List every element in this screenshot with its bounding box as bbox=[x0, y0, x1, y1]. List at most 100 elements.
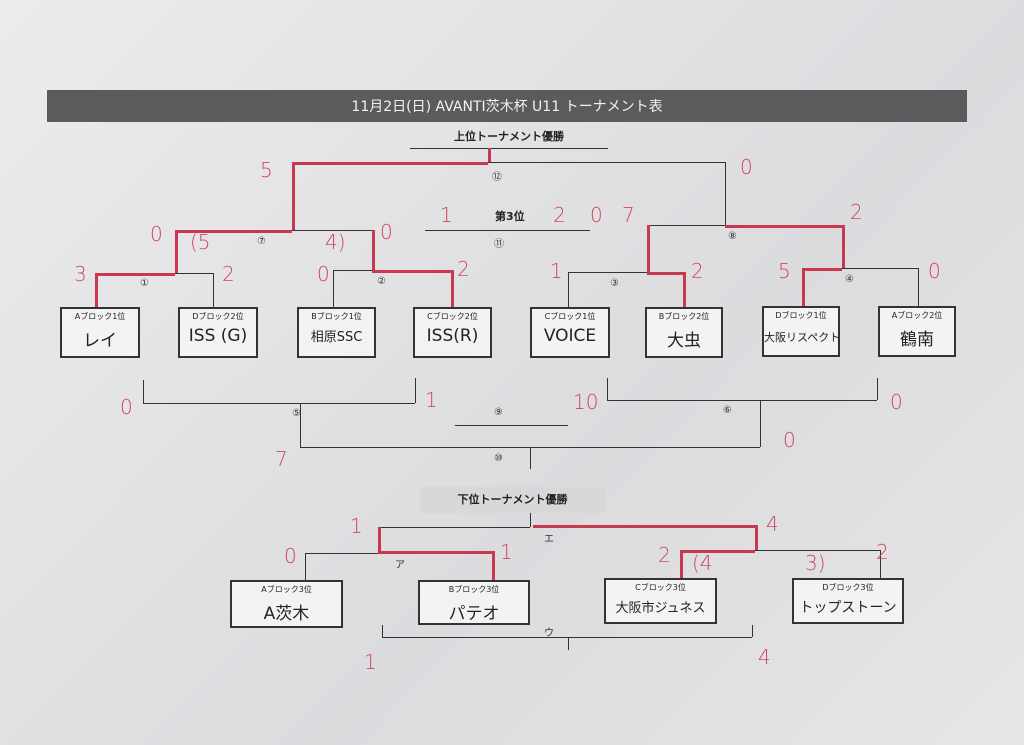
score: 7 bbox=[275, 447, 288, 471]
match-label-1: ① bbox=[140, 278, 149, 289]
bracket-line bbox=[607, 378, 608, 400]
bracket-line bbox=[175, 230, 292, 233]
match-label-10: ⑩ bbox=[494, 453, 503, 464]
pk-score: (4 bbox=[692, 551, 713, 575]
match-label-3: ③ bbox=[610, 278, 619, 289]
bracket-line bbox=[725, 162, 726, 225]
team-box: Aブロック1位レイ bbox=[60, 307, 140, 358]
bracket-line bbox=[382, 637, 752, 638]
bracket-line bbox=[752, 625, 753, 637]
team-box: Dブロック1位大阪リスペクト bbox=[762, 306, 840, 357]
score: 1 bbox=[440, 203, 453, 227]
bracket-line bbox=[530, 513, 531, 527]
score: 0 bbox=[740, 155, 753, 179]
team-name: 鶴南 bbox=[900, 330, 934, 350]
bracket-line bbox=[492, 551, 495, 580]
team-name: ISS(R) bbox=[426, 326, 479, 346]
block-label: Aブロック1位 bbox=[74, 312, 126, 321]
team-box: Aブロック3位 A茨木 bbox=[230, 580, 343, 628]
score: 5 bbox=[778, 259, 791, 283]
bracket-line bbox=[802, 268, 805, 306]
bracket-line bbox=[647, 225, 725, 226]
bracket-line bbox=[880, 550, 881, 580]
score: 1 bbox=[350, 514, 363, 538]
team-box: Cブロック1位 VOICE bbox=[530, 307, 610, 358]
pk-score: (5 bbox=[190, 230, 211, 254]
block-label: Bブロック1位 bbox=[311, 312, 362, 321]
block-label: Bブロック3位 bbox=[448, 585, 500, 594]
team-name: VOICE bbox=[543, 326, 597, 346]
bracket-line bbox=[802, 268, 842, 271]
team-name: ISS (G) bbox=[188, 326, 248, 346]
score: 10 bbox=[573, 390, 599, 414]
team-name: A茨木 bbox=[263, 604, 310, 624]
pk-score: 4) bbox=[325, 230, 346, 254]
team-name: 大阪リスペクト bbox=[764, 331, 838, 344]
bracket-line bbox=[760, 400, 761, 447]
match-label-a: ア bbox=[395, 560, 405, 571]
match-label-12: ⑫ bbox=[492, 172, 502, 183]
bracket-line bbox=[410, 148, 608, 149]
third-place-label: 第3位 bbox=[495, 210, 525, 223]
bracket-line bbox=[647, 225, 650, 273]
bracket-line bbox=[680, 550, 755, 553]
bracket-line bbox=[568, 272, 647, 273]
team-box: Aブロック2位鶴南 bbox=[878, 306, 956, 357]
bracket-line bbox=[292, 162, 488, 165]
score: 0 bbox=[928, 259, 941, 283]
bracket-line bbox=[425, 230, 590, 231]
score: 0 bbox=[150, 222, 163, 246]
block-label: Cブロック3位 bbox=[635, 583, 686, 592]
bracket-line bbox=[455, 425, 568, 426]
block-label: Bブロック2位 bbox=[658, 312, 710, 321]
bracket-line bbox=[842, 268, 918, 269]
bracket-line bbox=[305, 553, 378, 554]
bracket-line bbox=[451, 270, 454, 308]
bracket-line bbox=[333, 270, 372, 271]
score: 7 bbox=[622, 203, 635, 227]
team-box: Dブロック3位トップストーン bbox=[792, 578, 904, 624]
bracket-line bbox=[755, 550, 880, 551]
bracket-line bbox=[530, 447, 531, 469]
lower-heading: 下位トーナメント優勝 bbox=[420, 487, 605, 513]
match-label-7: ⑦ bbox=[257, 236, 266, 247]
bracket-line bbox=[372, 270, 451, 273]
match-label-6: ⑥ bbox=[723, 405, 732, 416]
team-name: トップストーン bbox=[799, 600, 897, 616]
match-label-11: ⑪ bbox=[494, 239, 504, 250]
score: 0 bbox=[890, 390, 903, 414]
bracket-line bbox=[680, 550, 683, 580]
bracket-line bbox=[305, 553, 306, 580]
bracket-line bbox=[842, 225, 845, 268]
team-box: Bブロック1位相原SSC bbox=[297, 307, 376, 358]
bracket-line bbox=[175, 230, 178, 273]
bracket-line bbox=[568, 272, 569, 307]
bracket-line bbox=[877, 378, 878, 400]
bracket-line bbox=[143, 380, 144, 403]
team-name: 大虫 bbox=[667, 331, 701, 351]
score: 0 bbox=[317, 262, 330, 286]
bracket-line bbox=[333, 270, 334, 308]
score: 2 bbox=[658, 543, 671, 567]
bracket-line bbox=[488, 148, 491, 162]
block-label: Aブロック2位 bbox=[891, 311, 943, 320]
bracket-line bbox=[213, 273, 214, 308]
bracket-line bbox=[488, 162, 725, 163]
score: 4 bbox=[758, 645, 771, 669]
score: 0 bbox=[120, 395, 133, 419]
block-label: Dブロック1位 bbox=[775, 311, 827, 320]
score: 0 bbox=[783, 428, 796, 452]
bracket-line bbox=[568, 637, 569, 650]
bracket-line bbox=[755, 525, 758, 550]
bracket-line bbox=[372, 230, 375, 270]
block-label: Cブロック1位 bbox=[544, 312, 596, 321]
upper-heading: 上位トーナメント優勝 bbox=[454, 130, 564, 143]
block-label: Aブロック3位 bbox=[261, 585, 312, 594]
bracket-line bbox=[378, 527, 381, 552]
team-box: Cブロック3位大阪市ジュネス bbox=[604, 578, 717, 624]
match-label-u: ウ bbox=[544, 628, 554, 639]
score: 2 bbox=[222, 262, 235, 286]
bracket-line bbox=[683, 272, 686, 307]
